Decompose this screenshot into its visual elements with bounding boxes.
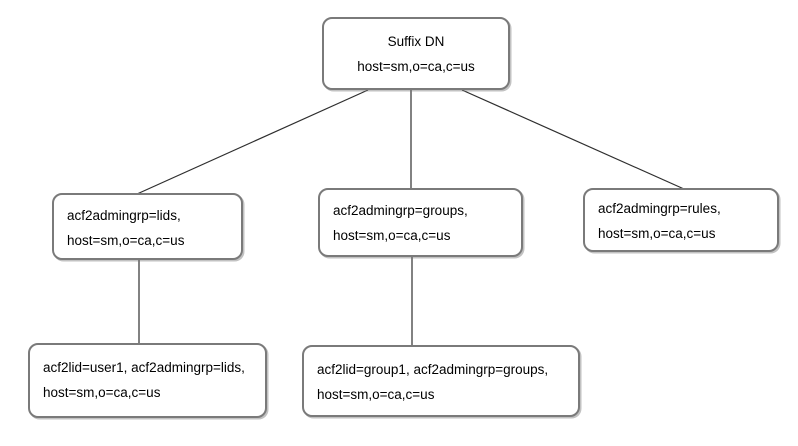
node-suffix-dn: Suffix DN host=sm,o=ca,c=us: [322, 17, 510, 90]
node-dn: host=sm,o=ca,c=us: [317, 387, 435, 402]
node-rdn: acf2admingrp=groups,: [333, 203, 468, 218]
node-dn: host=sm,o=ca,c=us: [67, 233, 185, 248]
node-rdn: acf2lid=user1, acf2admingrp=lids,: [43, 360, 245, 375]
node-rdn: acf2lid=group1, acf2admingrp=groups,: [317, 362, 549, 377]
edge-suffix-rules: [461, 89, 685, 190]
edge-suffix-lids: [136, 89, 369, 195]
node-rdn: acf2admingrp=lids,: [67, 208, 181, 223]
node-dn: host=sm,o=ca,c=us: [598, 226, 716, 241]
node-rdn: acf2admingrp=rules,: [598, 201, 721, 216]
node-admingrp-groups: acf2admingrp=groups, host=sm,o=ca,c=us: [318, 188, 523, 257]
node-dn: host=sm,o=ca,c=us: [333, 228, 451, 243]
node-dn: host=sm,o=ca,c=us: [357, 59, 475, 74]
node-admingrp-lids: acf2admingrp=lids, host=sm,o=ca,c=us: [52, 193, 243, 260]
node-dn: host=sm,o=ca,c=us: [43, 385, 161, 400]
node-lid-group1: acf2lid=group1, acf2admingrp=groups, hos…: [302, 345, 580, 417]
node-admingrp-rules: acf2admingrp=rules, host=sm,o=ca,c=us: [583, 188, 779, 252]
node-title: Suffix DN: [387, 34, 445, 49]
node-lid-user1: acf2lid=user1, acf2admingrp=lids, host=s…: [28, 343, 267, 418]
